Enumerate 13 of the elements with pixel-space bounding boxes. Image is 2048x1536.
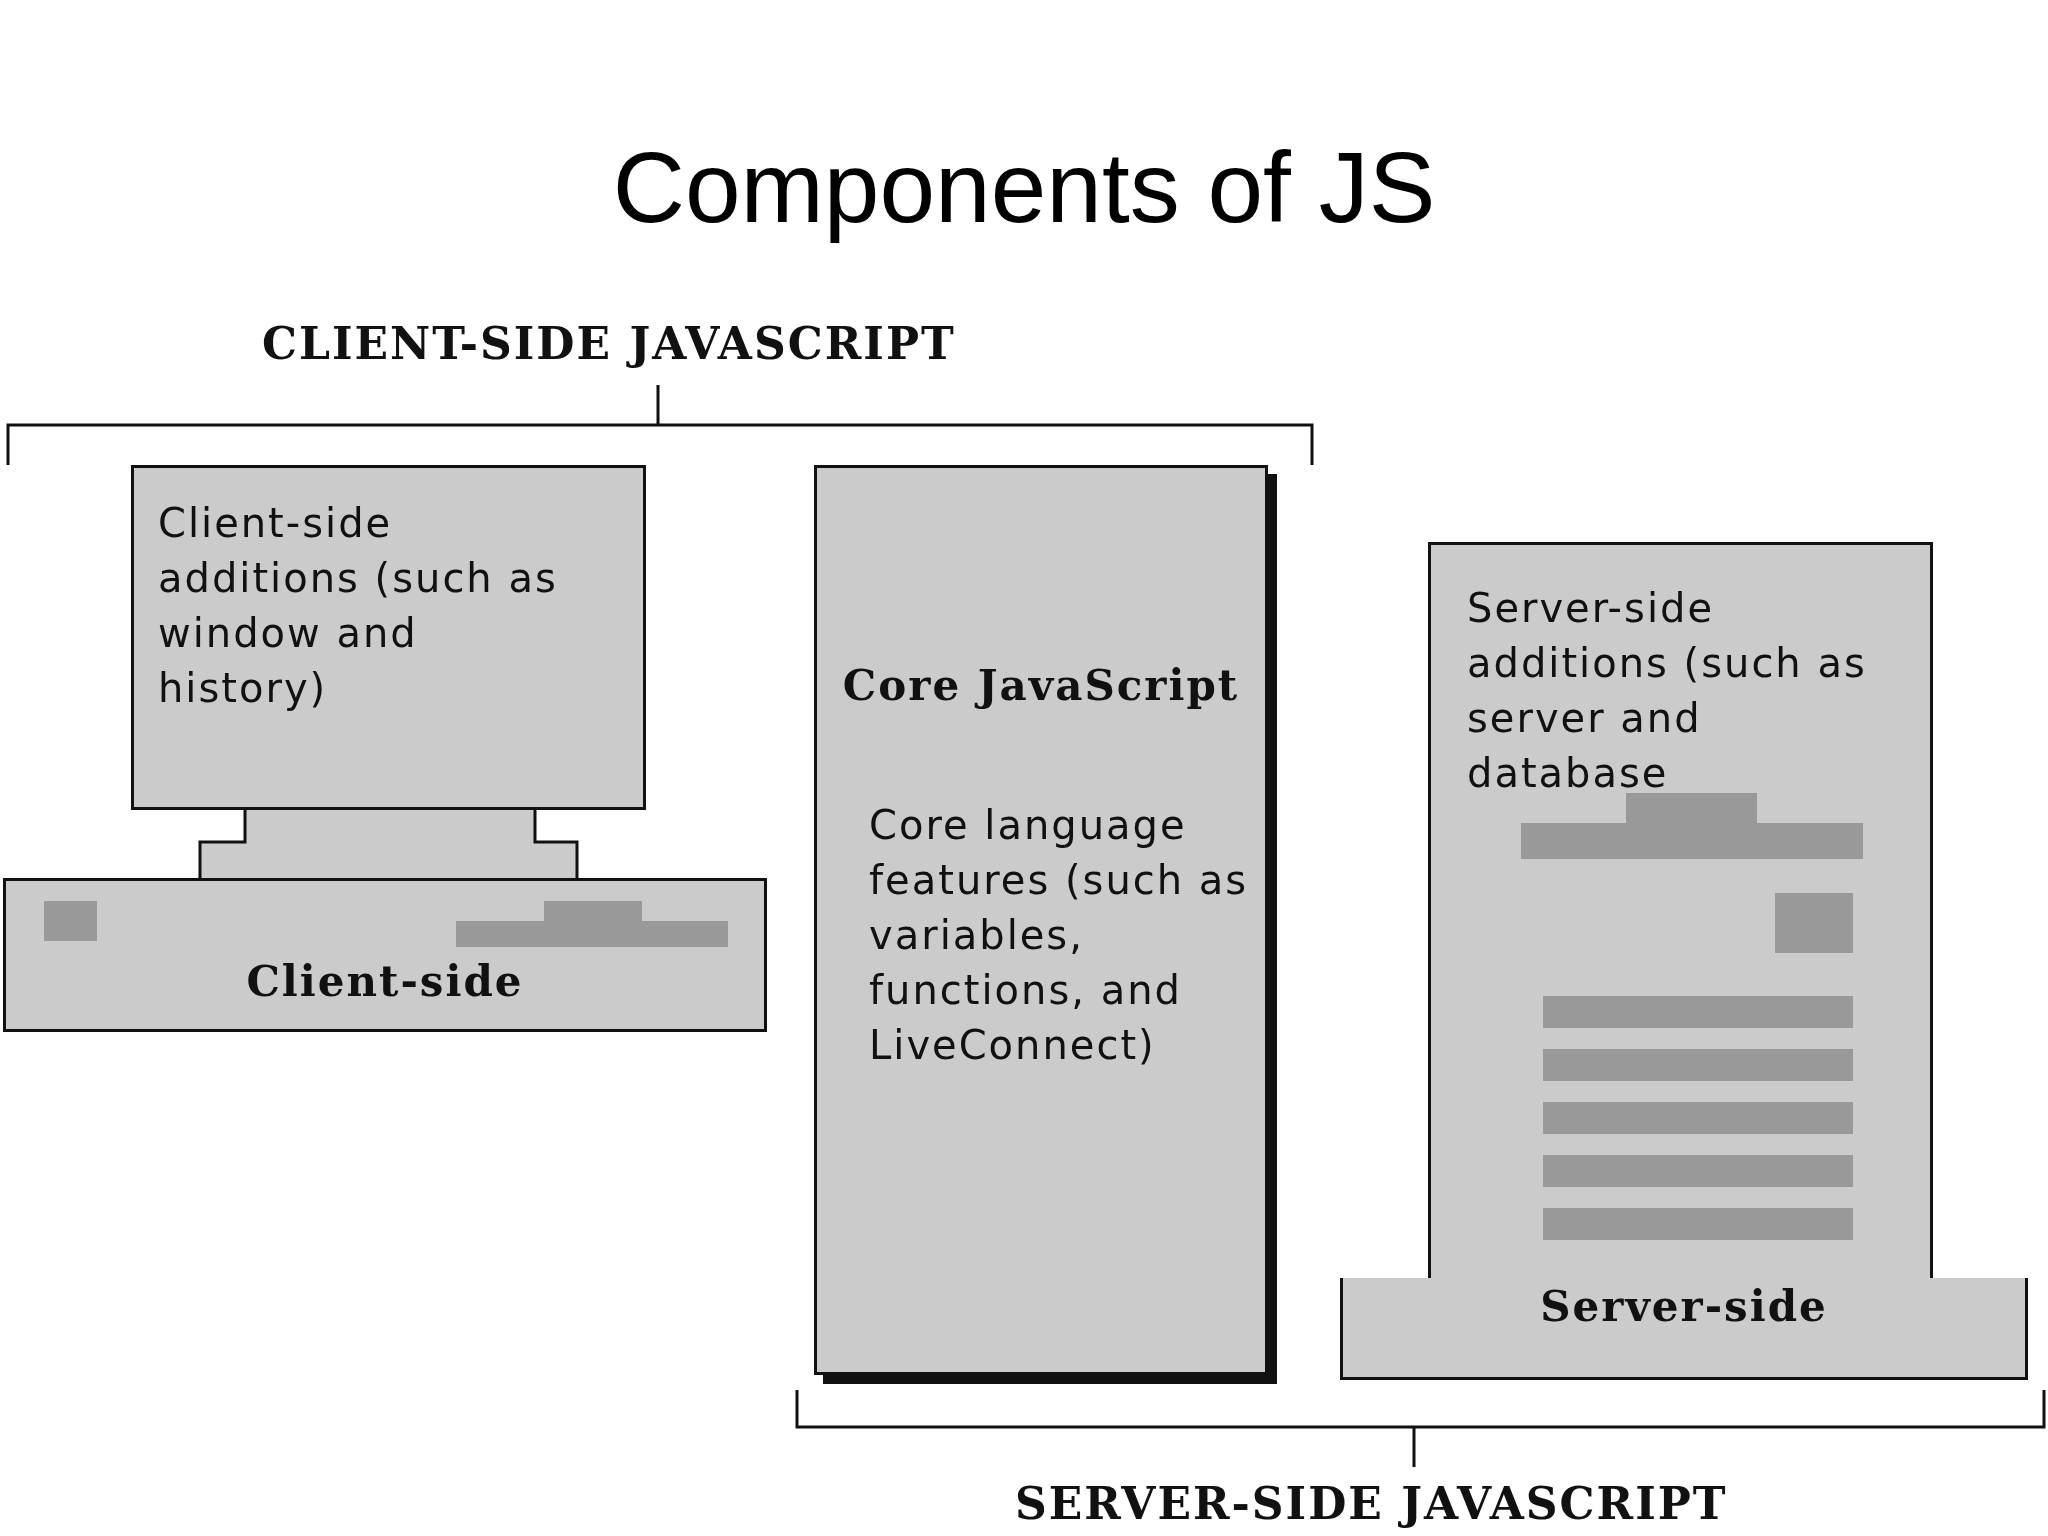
body-text: Core language features (such as variables, functions, and LiveConnect)	[869, 801, 1249, 1070]
monitor-box	[131, 465, 646, 810]
body-text: Client-side additions (such as window and history)	[158, 499, 559, 713]
bracket-label: CLIENT-SIDE JAVASCRIPT	[262, 318, 956, 369]
server-base	[1340, 1278, 2028, 1380]
heading-text: Core JavaScript	[841, 660, 1241, 712]
heading-text: Client-side	[245, 957, 525, 1006]
heading-text: Server-side	[1539, 1282, 1829, 1331]
computer-base	[3, 878, 767, 1032]
server-tower	[1428, 542, 1933, 1281]
title: Components of JS	[611, 130, 1437, 245]
body-text: Server-side additions (such as server and database	[1467, 584, 1868, 798]
bracket-label: SERVER-SIDE JAVASCRIPT	[1015, 1478, 1728, 1529]
